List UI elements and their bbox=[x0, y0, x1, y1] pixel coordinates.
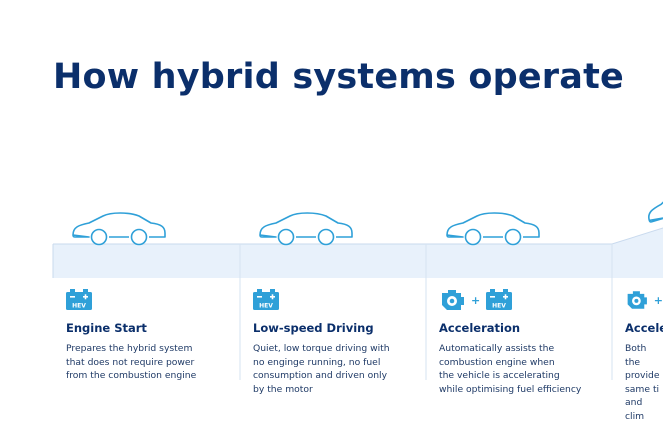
stage-description: Both the provide same ti and clim bbox=[625, 343, 660, 422]
car-outline-icon bbox=[72, 212, 166, 246]
battery-hev-icon bbox=[253, 289, 279, 310]
car-outline-icon bbox=[259, 212, 353, 246]
stage-acceleration-cut: + Accele Both the provide same ti and cl… bbox=[625, 288, 663, 423]
stage-acceleration: + Acceleration Automatically assists the… bbox=[439, 288, 599, 396]
timeline-band bbox=[53, 228, 663, 278]
stage-low-speed-driving: Low-speed Driving Quiet, low torque driv… bbox=[253, 288, 413, 396]
plus-sign: + bbox=[653, 293, 663, 307]
page-title: How hybrid systems operate bbox=[53, 57, 624, 98]
battery-hev-icon bbox=[66, 289, 92, 310]
engine-icon bbox=[442, 290, 464, 310]
stage-description: Quiet, low torque driving with no enging… bbox=[253, 343, 390, 395]
stage-description: Prepares the hybrid system that does not… bbox=[66, 343, 197, 381]
car-outline-icon bbox=[446, 212, 540, 246]
stage-label: Accele bbox=[625, 321, 663, 335]
stage-label: Low-speed Driving bbox=[253, 321, 374, 335]
stage-engine-start: Engine Start Prepares the hybrid system … bbox=[66, 288, 226, 383]
car-outline-icon bbox=[642, 171, 663, 231]
battery-hev-icon bbox=[486, 289, 513, 310]
plus-sign: + bbox=[471, 293, 481, 307]
engine-icon bbox=[627, 291, 647, 309]
stage-description: Automatically assists the combustion eng… bbox=[439, 343, 582, 395]
stage-label: Engine Start bbox=[66, 321, 147, 335]
stage-label: Acceleration bbox=[439, 321, 521, 335]
